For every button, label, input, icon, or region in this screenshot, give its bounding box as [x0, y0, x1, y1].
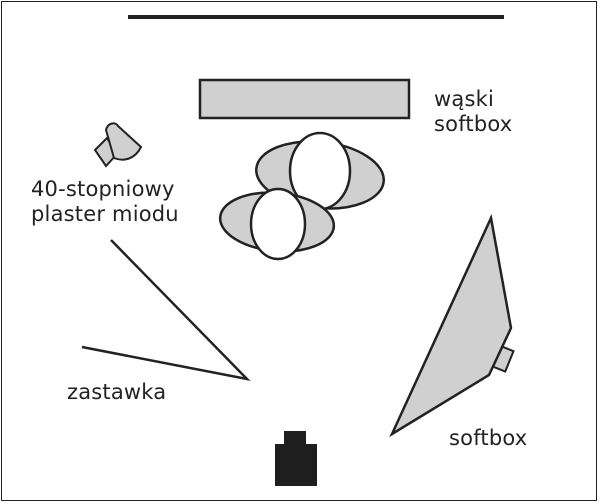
narrow-softbox-label-line1: wąski — [434, 87, 494, 111]
honeycomb-label-line1: 40-stopniowy — [31, 177, 175, 201]
narrow-softbox-label-line2: softbox — [434, 112, 513, 136]
softbox-label: softbox — [449, 426, 527, 451]
softbox-label-text: softbox — [449, 426, 528, 450]
camera-icon — [275, 431, 317, 486]
honeycomb-label: 40-stopniowy plaster miodu — [31, 177, 179, 227]
flag-label: zastawka — [67, 380, 166, 405]
honeycomb-label-line2: plaster miodu — [31, 202, 179, 226]
subject-back — [218, 187, 336, 261]
subjects — [218, 131, 385, 261]
flag — [81, 239, 251, 381]
honeycomb-light — [93, 122, 143, 168]
narrow-softbox — [198, 78, 411, 120]
flag-label-text: zastawka — [67, 380, 167, 404]
softbox — [389, 213, 515, 438]
narrow-softbox-label: wąski softbox — [434, 87, 512, 137]
